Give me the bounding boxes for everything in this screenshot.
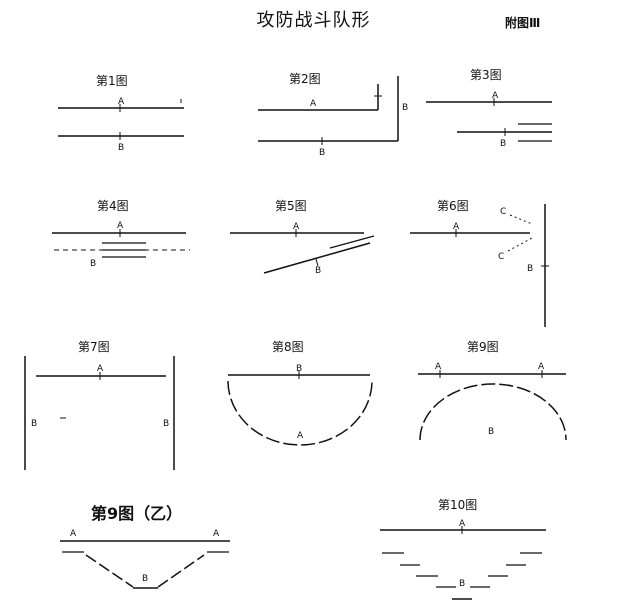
- figure-9-label-a-right: A: [538, 362, 545, 372]
- figure-1-label-b: B: [118, 143, 124, 153]
- figure-3-diagram: [426, 98, 552, 142]
- line-b: [263, 242, 371, 274]
- arc-a: [227, 380, 373, 446]
- figure-9b-diagram: [60, 540, 230, 589]
- figure-7-label-b-right: B: [163, 419, 169, 429]
- figure-9b-label-b: B: [142, 574, 148, 584]
- figure-9-diagram: [418, 370, 567, 441]
- figure-4-caption: 第4图: [97, 199, 129, 213]
- figure-7-label-b-left: B: [31, 419, 37, 429]
- figure-8-label-a: A: [297, 431, 304, 441]
- figure-3-caption: 第3图: [470, 68, 502, 82]
- figure-4-label-a: A: [117, 221, 124, 231]
- figure-6-label-c2: C: [498, 252, 504, 262]
- figure-7-diagram: [24, 356, 175, 470]
- figure-9b-caption: 第9图（乙）: [91, 504, 183, 523]
- figure-9b-label-a-right: A: [213, 529, 220, 539]
- figure-9b-label-a-left: A: [70, 529, 77, 539]
- figure-5-diagram: [230, 229, 375, 274]
- figure-8-diagram: [227, 371, 373, 446]
- figure-4-label-b: B: [90, 259, 96, 269]
- figure-2-diagram: [258, 76, 399, 145]
- line-b-left: [85, 554, 134, 588]
- arc-b: [419, 383, 567, 441]
- figure-10-label-b: B: [459, 579, 465, 589]
- line-b-right: [157, 554, 205, 588]
- figure-2-caption: 第2图: [289, 72, 321, 86]
- figure-7-caption: 第7图: [78, 340, 110, 354]
- appendix-label: 附图Ⅲ: [505, 16, 541, 30]
- figure-6-caption: 第6图: [437, 199, 469, 213]
- figure-8-label-b: B: [296, 364, 302, 374]
- figure-5-caption: 第5图: [275, 199, 307, 213]
- figure-1-diagram: [58, 99, 184, 140]
- figure-9-label-b: B: [488, 427, 494, 437]
- figure-8-caption: 第8图: [272, 340, 304, 354]
- figure-6-diagram: [410, 204, 549, 327]
- figure-10-caption: 第10图: [438, 498, 478, 512]
- figure-6-label-c1: C: [500, 207, 506, 217]
- figure-6-label-b: B: [527, 264, 533, 274]
- figure-1-label-a: A: [118, 97, 125, 107]
- figure-5-label-b: B: [315, 266, 321, 276]
- figure-6-label-a: A: [453, 222, 460, 232]
- figure-4-diagram: [52, 229, 190, 258]
- figure-9-caption: 第9图: [467, 340, 499, 354]
- figure-9-label-a-left: A: [435, 362, 442, 372]
- figure-10-label-a: A: [459, 519, 466, 529]
- page-title: 攻防战斗队形: [256, 10, 371, 31]
- figure-10-diagram: [380, 526, 546, 600]
- figure-3-label-b: B: [500, 139, 506, 149]
- figure-3-label-a: A: [492, 91, 499, 101]
- figure-2-label-b: B: [319, 148, 325, 158]
- figure-7-label-a: A: [97, 364, 104, 374]
- figure-2-label-a: A: [310, 99, 317, 109]
- figure-2-label-b-flank: B: [402, 103, 408, 113]
- figure-1-caption: 第1图: [96, 74, 128, 88]
- figure-5-label-a: A: [293, 222, 300, 232]
